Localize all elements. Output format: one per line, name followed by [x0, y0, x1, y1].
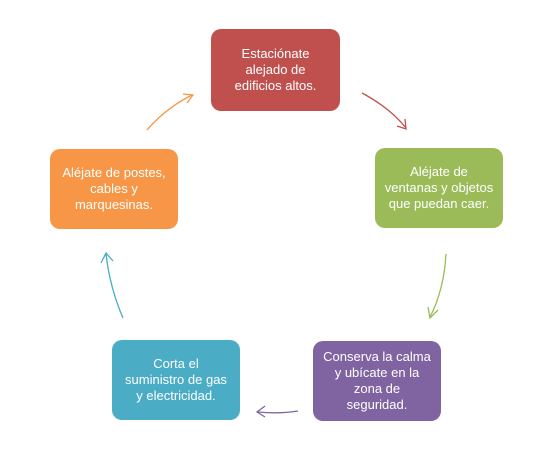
- step-node-top: Estaciónate alejado de edificios altos.: [211, 29, 340, 111]
- step-node-bottom-left: Corta el suministro de gas y electricida…: [112, 340, 240, 420]
- arrow-head-left-to-top: [182, 93, 195, 104]
- arrow-head-right-to-br: [427, 306, 439, 320]
- step-text-bottom-left: Corta el suministro de gas y electricida…: [125, 356, 227, 403]
- arrow-head-top-to-right: [396, 118, 407, 130]
- step-text-top: Estaciónate alejado de edificios altos.: [234, 46, 317, 93]
- step-node-bottom-right: Conserva la calma y ubícate en la zona d…: [313, 341, 441, 421]
- arrow-head-br-to-bl: [255, 405, 266, 418]
- arrow-br-to-bl: [257, 410, 299, 414]
- arrow-head-bl-to-left: [100, 251, 114, 264]
- arrow-right-to-br: [429, 253, 447, 318]
- step-node-left: Aléjate de postes, cables y marquesinas.: [50, 149, 178, 229]
- arrow-left-to-top: [146, 94, 193, 131]
- arrow-bl-to-left: [105, 253, 124, 319]
- step-node-right: Aléjate de ventanas y objetos que puedan…: [375, 148, 503, 228]
- step-text-left: Aléjate de postes, cables y marquesinas.: [62, 165, 166, 212]
- step-text-right: Aléjate de ventanas y objetos que puedan…: [384, 164, 494, 211]
- step-text-bottom-right: Conserva la calma y ubícate en la zona d…: [323, 349, 431, 412]
- arrow-top-to-right: [361, 92, 407, 129]
